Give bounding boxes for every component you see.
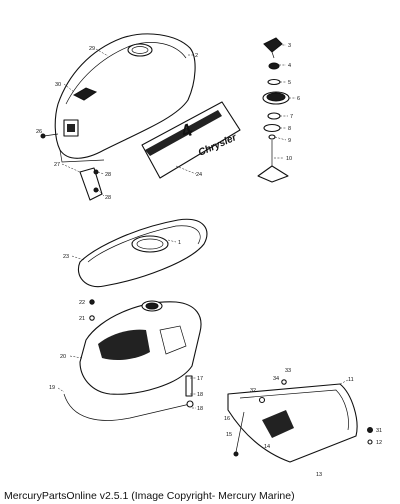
copyright-caption: MercuryPartsOnline v2.5.1 (Image Copyrig… — [4, 490, 295, 502]
callout-16: 16 — [224, 416, 230, 422]
callout-30: 30 — [55, 82, 61, 88]
callout-7: 7 — [290, 114, 293, 120]
callout-21: 21 — [79, 316, 85, 322]
callout-2: 2 — [195, 53, 198, 59]
lower-cowl[interactable] — [63, 299, 202, 421]
callout-18-low: 18 — [197, 406, 203, 412]
callout-6: 6 — [297, 96, 300, 102]
callout-34: 34 — [273, 376, 279, 382]
callout-labels: 29 2 3 4 5 6 7 8 9 10 30 26 27 28 28 24 … — [36, 43, 382, 478]
callout-5: 5 — [288, 80, 291, 86]
cowl-handle-icon — [72, 87, 98, 101]
callout-22: 22 — [79, 300, 85, 306]
callout-33: 33 — [285, 368, 291, 374]
exploded-parts-diagram: 4 Chrysler — [36, 33, 382, 478]
callout-12: 12 — [376, 440, 382, 446]
callout-10: 10 — [286, 156, 292, 162]
callout-17: 17 — [197, 376, 203, 382]
callout-15: 15 — [226, 432, 232, 438]
starter-handle-icon — [263, 37, 283, 53]
top-cowl[interactable] — [54, 33, 196, 163]
callout-13: 13 — [316, 472, 322, 478]
callout-27: 27 — [54, 162, 60, 168]
callout-4: 4 — [288, 63, 291, 69]
leader-lines — [57, 44, 349, 409]
callout-11: 11 — [348, 377, 354, 383]
callout-3: 3 — [288, 43, 291, 49]
callout-32: 32 — [250, 388, 256, 394]
callout-20: 20 — [60, 354, 66, 360]
callout-26: 26 — [36, 129, 42, 135]
callout-18-right: 18 — [197, 392, 203, 398]
callout-8: 8 — [288, 126, 291, 132]
callout-14: 14 — [264, 444, 270, 450]
callout-29: 29 — [89, 46, 95, 52]
callout-28-upper: 28 — [105, 172, 111, 178]
starter-assembly[interactable] — [257, 37, 290, 183]
callout-23: 23 — [63, 254, 69, 260]
callout-24: 24 — [196, 172, 202, 178]
callout-19: 19 — [49, 385, 55, 391]
callout-31: 31 — [376, 428, 382, 434]
bottom-cowl-tray[interactable] — [227, 379, 373, 463]
cowl-seal-plate[interactable] — [78, 218, 208, 288]
callout-9: 9 — [288, 138, 291, 144]
callout-1: 1 — [178, 240, 181, 246]
callout-28-lower: 28 — [105, 195, 111, 201]
